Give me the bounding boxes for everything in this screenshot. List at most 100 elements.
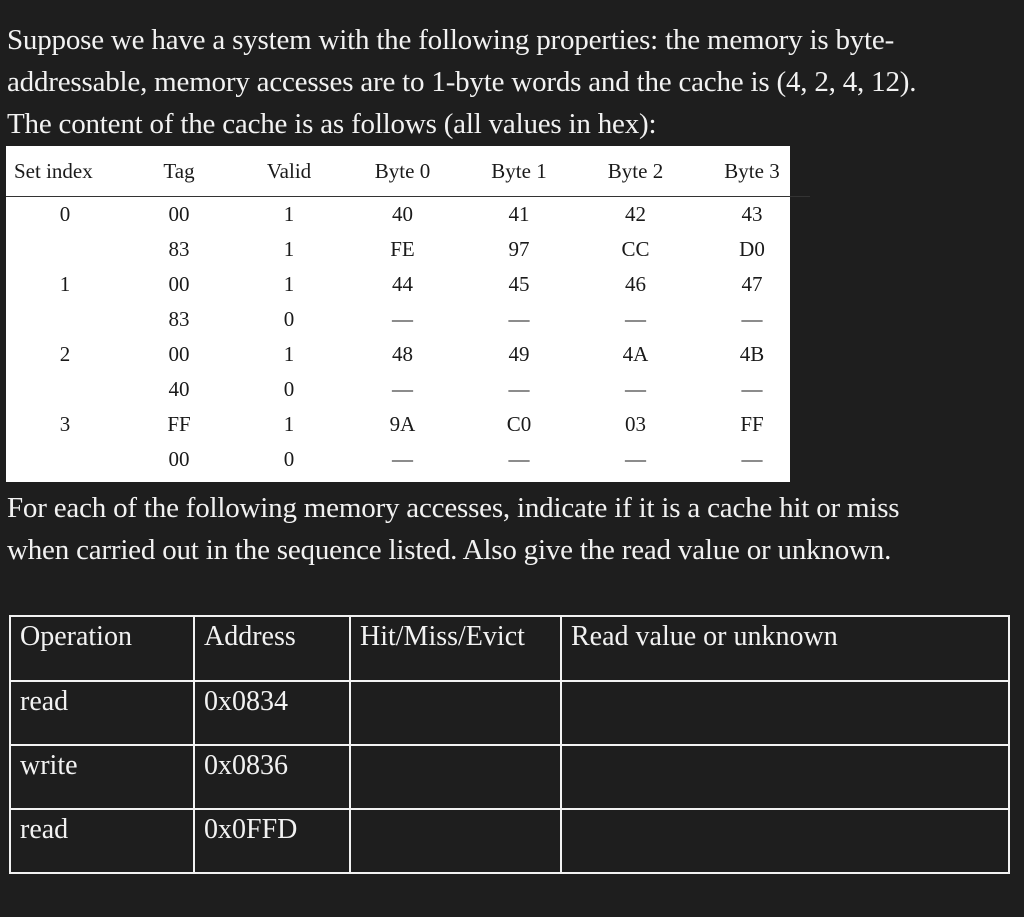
cell-byte-0: 48 — [392, 342, 413, 366]
cell-byte-0: — — [392, 307, 413, 331]
cell-byte-2: 42 — [625, 202, 646, 226]
table-row: 40 0 — — — — — [6, 372, 810, 407]
table-row: write 0x0836 — [9, 744, 1010, 810]
cell-operation: read — [9, 808, 195, 874]
cell-read-value[interactable] — [560, 808, 1010, 874]
cell-valid: 1 — [283, 202, 295, 226]
cell-byte-2: 4A — [622, 342, 649, 366]
cell-read-value[interactable] — [560, 744, 1010, 810]
cell-valid: 1 — [283, 272, 295, 296]
cell-byte-3: — — [741, 377, 763, 401]
header-byte-0: Byte 0 — [344, 146, 461, 197]
cell-operation: read — [9, 680, 195, 746]
cell-read-value[interactable] — [560, 680, 1010, 746]
cache-table-panel: Set index Tag Valid Byte 0 Byte 1 Byte 2… — [6, 146, 810, 482]
cell-byte-2: — — [625, 447, 646, 471]
cell-byte-0: 9A — [389, 412, 416, 436]
cell-address: 0x0FFD — [193, 808, 351, 874]
cell-byte-3: D0 — [739, 237, 765, 261]
ops-header-row: Operation Address Hit/Miss/Evict Read va… — [9, 615, 1010, 682]
header-address: Address — [193, 615, 351, 682]
cell-byte-2: 03 — [625, 412, 646, 436]
cell-valid: 0 — [283, 377, 295, 401]
cell-hit-miss-evict[interactable] — [349, 680, 562, 746]
cell-set-index: 2 — [59, 342, 71, 366]
instructions-line: when carried out in the sequence listed.… — [7, 534, 892, 566]
cell-valid: 1 — [283, 342, 295, 366]
table-row: 3 FF 1 9A C0 03 FF — [6, 407, 810, 442]
intro-line: The content of the cache is as follows (… — [7, 108, 657, 140]
cell-byte-2: — — [625, 307, 646, 331]
cell-set-index: 0 — [59, 202, 71, 226]
cell-byte-3: — — [741, 307, 763, 331]
cell-byte-1: C0 — [506, 412, 532, 436]
cell-valid: 1 — [283, 237, 295, 261]
header-byte-3: Byte 3 — [694, 146, 810, 197]
table-row: 00 0 — — — — — [6, 442, 810, 477]
cell-address: 0x0834 — [193, 680, 351, 746]
table-row: 2 00 1 48 49 4A 4B — [6, 337, 810, 372]
cell-tag: 83 — [168, 237, 190, 261]
cell-byte-3: 47 — [741, 272, 763, 296]
cell-tag: FF — [167, 412, 191, 436]
table-row: read 0x0FFD — [9, 808, 1010, 874]
header-byte-1: Byte 1 — [461, 146, 577, 197]
instructions-paragraph: For each of the following memory accesse… — [7, 487, 900, 571]
cell-set-index — [6, 442, 124, 477]
table-row: 83 0 — — — — — [6, 302, 810, 337]
cell-tag: 00 — [168, 342, 190, 366]
cell-byte-3: 4B — [739, 342, 765, 366]
cache-table: Set index Tag Valid Byte 0 Byte 1 Byte 2… — [6, 146, 810, 477]
cell-set-index — [6, 302, 124, 337]
instructions-line: For each of the following memory accesse… — [7, 492, 900, 524]
cell-hit-miss-evict[interactable] — [349, 808, 562, 874]
cell-valid: 0 — [283, 447, 295, 471]
table-row: 0 00 1 40 41 42 43 — [6, 197, 810, 233]
cache-header-row: Set index Tag Valid Byte 0 Byte 1 Byte 2… — [6, 146, 810, 197]
cell-byte-0: FE — [390, 237, 415, 261]
operations-table: Operation Address Hit/Miss/Evict Read va… — [9, 615, 1010, 874]
cell-byte-1: — — [508, 447, 530, 471]
cell-byte-0: — — [392, 447, 413, 471]
cell-tag: 00 — [168, 202, 190, 226]
cell-set-index: 3 — [59, 412, 71, 436]
header-set-index: Set index — [6, 146, 124, 197]
header-byte-2: Byte 2 — [577, 146, 694, 197]
intro-line: addressable, memory accesses are to 1-by… — [7, 66, 917, 98]
cell-byte-1: 41 — [508, 202, 530, 226]
cell-byte-2: — — [625, 377, 646, 401]
header-operation: Operation — [9, 615, 195, 682]
header-read-value: Read value or unknown — [560, 615, 1010, 682]
header-hit-miss-evict: Hit/Miss/Evict — [349, 615, 562, 682]
cell-byte-0: 44 — [392, 272, 413, 296]
cell-byte-3: — — [741, 447, 763, 471]
cell-tag: 00 — [168, 272, 190, 296]
header-tag: Tag — [124, 146, 234, 197]
cell-byte-3: 43 — [741, 202, 763, 226]
cell-byte-1: — — [508, 307, 530, 331]
cell-operation: write — [9, 744, 195, 810]
cell-byte-0: — — [392, 377, 413, 401]
cell-set-index: 1 — [59, 272, 71, 296]
table-row: 1 00 1 44 45 46 47 — [6, 267, 810, 302]
cell-byte-1: 97 — [508, 237, 530, 261]
table-row: 83 1 FE 97 CC D0 — [6, 232, 810, 267]
header-valid: Valid — [234, 146, 344, 197]
cell-byte-3: FF — [740, 412, 764, 436]
cell-tag: 83 — [168, 307, 190, 331]
cell-address: 0x0836 — [193, 744, 351, 810]
cell-set-index — [6, 232, 124, 267]
cell-tag: 00 — [168, 447, 190, 471]
cell-tag: 40 — [168, 377, 190, 401]
cell-valid: 1 — [283, 412, 295, 436]
cell-hit-miss-evict[interactable] — [349, 744, 562, 810]
cell-set-index — [6, 372, 124, 407]
cell-valid: 0 — [283, 307, 295, 331]
intro-line: Suppose we have a system with the follow… — [7, 24, 895, 56]
cell-byte-1: 49 — [508, 342, 530, 366]
cell-byte-1: 45 — [508, 272, 530, 296]
cell-byte-2: 46 — [625, 272, 646, 296]
cell-byte-0: 40 — [392, 202, 413, 226]
cell-byte-2: CC — [621, 237, 650, 261]
cell-byte-1: — — [508, 377, 530, 401]
